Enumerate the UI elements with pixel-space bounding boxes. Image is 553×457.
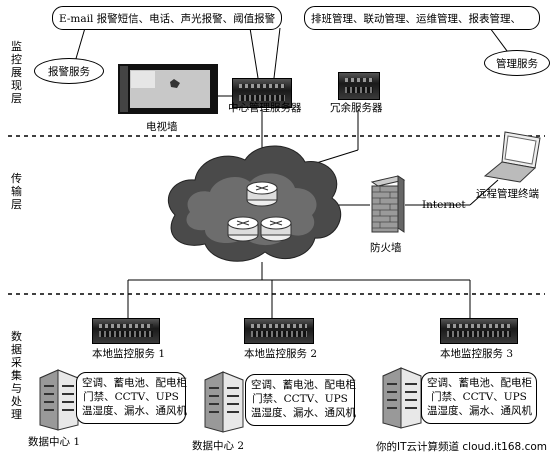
- router-icon: [260, 216, 292, 242]
- device-line: 空调、蓄电池、配电柜: [82, 377, 187, 389]
- local-server-3-icon: [440, 318, 518, 344]
- redundant-server-icon: [338, 72, 380, 100]
- device-line: 温湿度、漏水、通风机: [251, 407, 356, 419]
- device-line: 门禁、CCTV、UPS: [83, 391, 179, 403]
- layer-label-top: 监控展现层: [11, 40, 22, 105]
- remote-terminal-label: 远程管理终端: [476, 188, 539, 200]
- local-server-2-label: 本地监控服务 2: [244, 348, 318, 360]
- central-server-label: 中心管理服务器: [228, 102, 302, 114]
- layer-label-bottom: 数据采集与处理: [11, 330, 22, 421]
- internet-label: Internet: [422, 199, 466, 211]
- local-server-3-label: 本地监控服务 3: [440, 348, 514, 360]
- device-line: 温湿度、漏水、通风机: [82, 405, 187, 417]
- alarm-channels-box: E-mail 报警短信、电话、声光报警、阈值报警: [52, 6, 282, 30]
- laptop-icon: [483, 131, 541, 183]
- data-center-3-devices: 空调、蓄电池、配电柜 门禁、CCTV、UPS 温湿度、漏水、通风机: [421, 372, 537, 424]
- network-cloud: [167, 145, 342, 262]
- device-line: 门禁、CCTV、UPS: [252, 393, 348, 405]
- management-service-bubble: 管理服务: [484, 50, 550, 76]
- router-icon: [246, 181, 278, 207]
- local-server-2-icon: [244, 318, 314, 344]
- firewall-label: 防火墙: [370, 242, 402, 254]
- device-line: 空调、蓄电池、配电柜: [427, 377, 532, 389]
- firewall-icon: [370, 175, 406, 233]
- building-icon: [39, 369, 79, 431]
- data-center-1-devices: 空调、蓄电池、配电柜 门禁、CCTV、UPS 温湿度、漏水、通风机: [76, 372, 187, 424]
- central-server-icon: [232, 78, 292, 108]
- router-icon: [227, 216, 259, 242]
- building-icon: [204, 371, 244, 433]
- management-service-label: 管理服务: [496, 57, 538, 70]
- local-server-1-icon: [92, 318, 160, 344]
- device-line: 温湿度、漏水、通风机: [427, 405, 532, 417]
- video-wall-label: 电视墙: [146, 121, 178, 133]
- device-line: 空调、蓄电池、配电柜: [251, 379, 356, 391]
- data-center-1-label: 数据中心 1: [28, 436, 81, 448]
- device-line: 门禁、CCTV、UPS: [431, 391, 527, 403]
- alarm-service-label: 报警服务: [48, 65, 90, 78]
- alarm-service-bubble: 报警服务: [34, 58, 104, 84]
- local-server-1-label: 本地监控服务 1: [92, 348, 166, 360]
- data-center-2-devices: 空调、蓄电池、配电柜 门禁、CCTV、UPS 温湿度、漏水、通风机: [245, 374, 356, 426]
- watermark: 你的IT云计算频道 cloud.it168.com: [376, 441, 547, 453]
- layer-label-middle: 传输层: [11, 172, 22, 211]
- building-icon: [382, 367, 422, 429]
- data-center-2-label: 数据中心 2: [192, 440, 245, 452]
- management-functions-box: 排班管理、联动管理、运维管理、报表管理、: [304, 6, 540, 30]
- video-wall-icon: [118, 64, 218, 114]
- redundant-server-label: 冗余服务器: [330, 102, 383, 114]
